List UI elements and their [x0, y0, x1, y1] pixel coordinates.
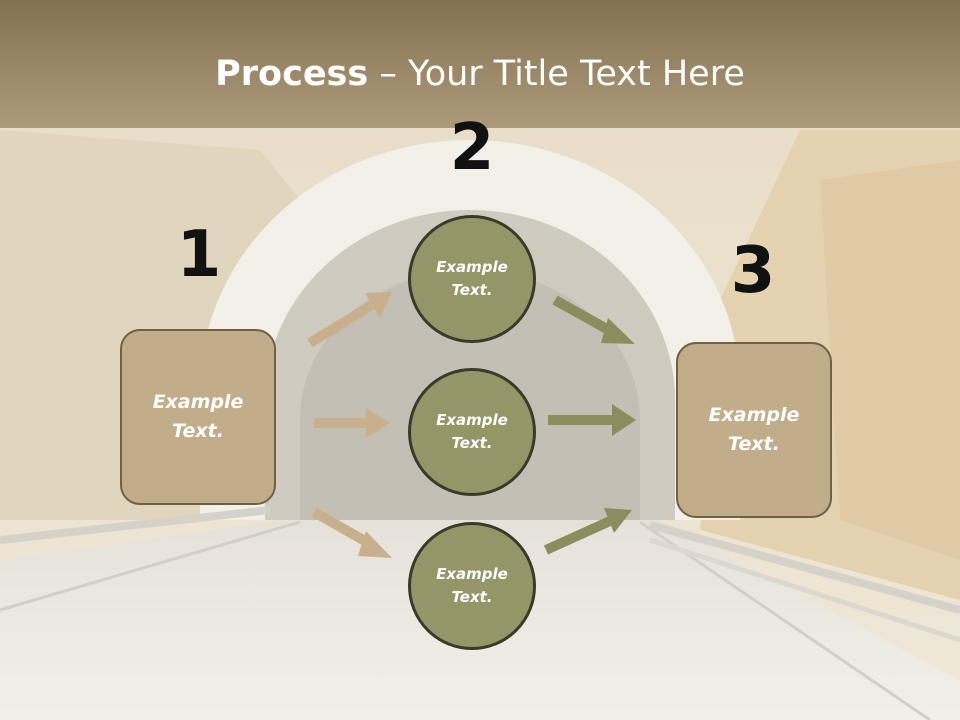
title-rest: – Your Title Text Here: [368, 54, 745, 94]
arrow-left-to-bottom: [311, 507, 392, 558]
arrow-bottom-to-right: [543, 508, 632, 555]
circle-top: Example Text.: [408, 215, 536, 343]
title-bold: Process: [215, 54, 369, 94]
step-number-2: 2: [449, 111, 495, 185]
arrow-top-to-right: [552, 295, 635, 344]
step-number-3: 3: [730, 234, 776, 308]
circle-bottom: Example Text.: [408, 522, 536, 650]
box-step-3: Example Text.: [676, 342, 832, 518]
box-step-1-text: Example Text.: [152, 391, 244, 442]
circle-bottom-text: Example Text.: [436, 565, 508, 606]
box-step-1: Example Text.: [120, 329, 276, 505]
slide-title: Process – Your Title Text Here: [0, 52, 960, 96]
arrow-middle-to-right: [548, 404, 636, 436]
circle-middle-text: Example Text.: [436, 411, 508, 452]
arrow-left-to-top: [307, 292, 392, 348]
step-number-1: 1: [176, 218, 222, 292]
circle-top-text: Example Text.: [436, 258, 508, 299]
arrow-left-to-middle: [314, 408, 390, 438]
box-step-3-text: Example Text.: [708, 404, 800, 455]
circle-middle: Example Text.: [408, 368, 536, 496]
